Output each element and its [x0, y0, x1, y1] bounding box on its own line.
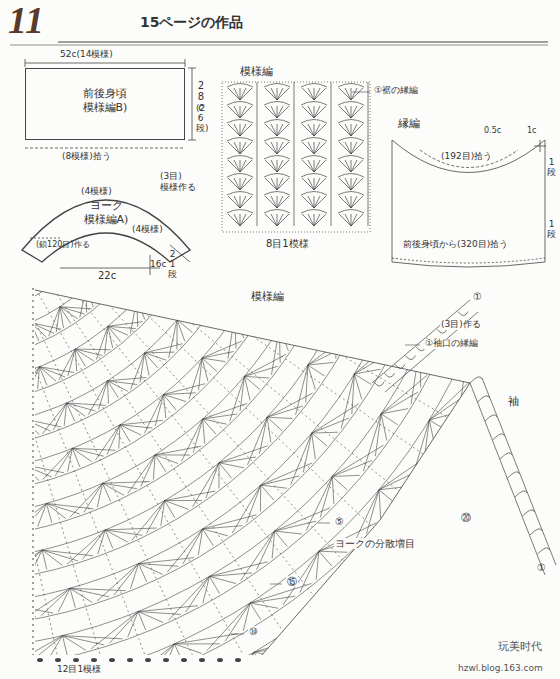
- stitch-count: (4模様): [132, 225, 163, 235]
- pattern-name: 模様編A): [84, 213, 129, 227]
- note: ヨークの分散増目: [334, 538, 416, 549]
- note: (鎖120目)作る: [36, 241, 90, 250]
- dimension: 1c: [527, 127, 537, 136]
- header-rule: [58, 42, 548, 43]
- schematic-lines: [25, 59, 546, 275]
- callout-number: ⑳: [460, 512, 472, 523]
- note: (3目)作る: [440, 320, 482, 330]
- chain-dots: [37, 658, 241, 662]
- callout-number: ①袖口の縁編: [424, 339, 479, 349]
- dimension: 16c: [150, 260, 166, 270]
- stitch-count: (4模様): [80, 187, 113, 197]
- stitch-chart-small: [222, 82, 370, 232]
- chart-border: [35, 290, 470, 655]
- dimension: 0.5c: [484, 127, 501, 136]
- callout-number: ⑩: [248, 626, 259, 637]
- callout-number: ①裾の縁編: [374, 86, 418, 96]
- chart-edge: [33, 288, 34, 655]
- watermark: hzwl.blog.163.com: [458, 664, 543, 674]
- leader-line: [232, 92, 420, 634]
- header-rule: [10, 45, 548, 46]
- body-panel: 前後身頃模様編B): [25, 68, 185, 140]
- chart-title: 縁編: [398, 118, 420, 130]
- pattern-name: 模様編B): [83, 101, 128, 115]
- dimension: 22c: [98, 270, 116, 281]
- dimension: 21段: [168, 250, 177, 280]
- callout-number: ①: [537, 562, 546, 573]
- dimension: (8模様)拾う: [62, 152, 111, 162]
- page-title: 15ページの作品: [140, 15, 243, 30]
- stitch-count: (192目)拾う: [440, 152, 493, 162]
- chart-number: 11: [8, 0, 44, 42]
- note: 模様作る: [160, 183, 196, 193]
- sleeve-edging: [372, 300, 556, 575]
- stitch-chart-yoke: [0, 117, 560, 679]
- stitch-count: 前後身頃から(320目)拾う: [402, 240, 509, 250]
- watermark: 玩美时代: [498, 641, 542, 653]
- callout-number: ⑤: [334, 516, 345, 527]
- part-name: 袖: [508, 396, 519, 408]
- repeat-note: 8目1模様: [266, 238, 309, 249]
- dimension: 52c(14模様): [60, 50, 113, 60]
- callout-number: ①: [473, 291, 482, 302]
- row-count: 1段: [547, 220, 556, 240]
- callout-number: ⑮: [286, 576, 298, 587]
- chart-title: 模様編: [250, 291, 285, 303]
- stitch-count: (3目): [160, 172, 182, 182]
- part-name: ヨーク: [90, 199, 123, 213]
- dimension: (26段): [196, 104, 205, 134]
- repeat-note: 12目1模様: [56, 665, 102, 675]
- part-name: 前後身頃: [83, 87, 127, 101]
- chart-title: 模様編: [240, 66, 273, 78]
- row-count: 1段: [547, 158, 556, 178]
